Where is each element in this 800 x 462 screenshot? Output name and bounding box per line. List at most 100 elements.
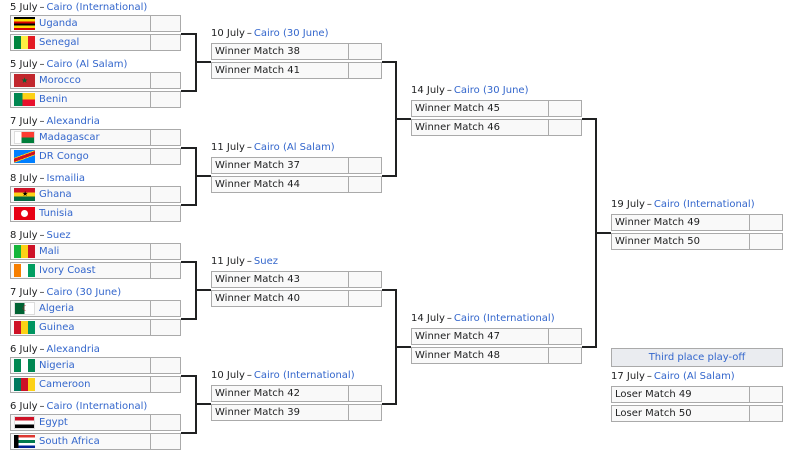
- team-row: Ivory Coast: [10, 262, 181, 279]
- venue-city-link[interactable]: Cairo: [653, 199, 680, 210]
- team-name: Loser Match 49: [615, 389, 692, 400]
- venue-city-link[interactable]: Alexandria: [46, 344, 100, 355]
- team-name-link[interactable]: Tunisia: [39, 208, 74, 219]
- bracket-connector-line: [181, 432, 195, 434]
- team-row: Winner Match 46: [411, 119, 582, 136]
- venue-city-link[interactable]: Cairo: [253, 28, 280, 39]
- match-date: 17 July: [611, 371, 645, 382]
- team-name: Loser Match 50: [615, 408, 692, 419]
- team-name-link[interactable]: Ivory Coast: [39, 265, 96, 276]
- team-cell: Winner Match 42: [212, 386, 349, 401]
- team-row: Winner Match 50: [611, 233, 783, 250]
- team-name-link[interactable]: Morocco: [39, 75, 81, 86]
- match-date: 5 July: [10, 59, 38, 70]
- dash-separator: –: [39, 401, 45, 412]
- score-cell: [151, 320, 180, 335]
- venue-stadium-link[interactable]: (International): [282, 370, 355, 381]
- match-date: 6 July: [10, 401, 38, 412]
- match-header: 14 July–Cairo (International): [411, 312, 555, 326]
- team-cell: Benin: [11, 92, 151, 107]
- team-name: Winner Match 38: [215, 46, 300, 57]
- venue-city-link[interactable]: Cairo: [46, 401, 73, 412]
- dash-separator: –: [39, 59, 45, 70]
- team-row: Senegal: [10, 34, 181, 51]
- team-cell: Nigeria: [11, 358, 151, 373]
- team-cell: Winner Match 43: [212, 272, 349, 287]
- bracket-connector-line: [382, 403, 395, 405]
- match-header: 5 July–Cairo (Al Salam): [10, 58, 127, 72]
- team-name-link[interactable]: Benin: [39, 94, 68, 105]
- venue-city-link[interactable]: Suez: [46, 230, 71, 241]
- uganda-flag-icon: [14, 17, 35, 30]
- score-cell: [151, 434, 180, 449]
- team-row: Benin: [10, 91, 181, 108]
- team-name: Winner Match 42: [215, 388, 300, 399]
- venue-city-link[interactable]: Cairo: [46, 2, 73, 13]
- dash-separator: –: [246, 370, 252, 381]
- match-date: 11 July: [211, 256, 245, 267]
- team-name-link[interactable]: Guinea: [39, 322, 75, 333]
- team-name-link[interactable]: Madagascar: [39, 132, 100, 143]
- venue-city-link[interactable]: Cairo: [453, 313, 480, 324]
- team-name-link[interactable]: South Africa: [39, 436, 100, 447]
- team-row: Tunisia: [10, 205, 181, 222]
- score-cell: [151, 73, 180, 88]
- team-cell: Winner Match 38: [212, 44, 349, 59]
- team-cell: Mali: [11, 244, 151, 259]
- team-name-link[interactable]: Nigeria: [39, 360, 75, 371]
- venue-stadium-link[interactable]: (30 June): [482, 85, 529, 96]
- team-row: Winner Match 48: [411, 347, 582, 364]
- team-row: Winner Match 43: [211, 271, 382, 288]
- venue-city-link[interactable]: Cairo: [653, 371, 680, 382]
- venue-stadium-link[interactable]: (International): [75, 401, 148, 412]
- team-name-link[interactable]: Senegal: [39, 37, 80, 48]
- venue-stadium-link[interactable]: (Al Salam): [682, 371, 735, 382]
- venue-city-link[interactable]: Ismailia: [46, 173, 86, 184]
- venue-city-link[interactable]: Cairo: [46, 59, 73, 70]
- venue-city-link[interactable]: Alexandria: [46, 116, 100, 127]
- team-name-link[interactable]: Cameroon: [39, 379, 91, 390]
- ghana-flag-icon: ★: [14, 188, 35, 201]
- match-header: 19 July–Cairo (International): [611, 198, 755, 212]
- venue-city-link[interactable]: Suez: [253, 256, 278, 267]
- team-cell: Winner Match 39: [212, 405, 349, 420]
- team-name-link[interactable]: Ghana: [39, 189, 72, 200]
- team-row: Winner Match 45: [411, 100, 582, 117]
- match-header: 8 July–Ismailia: [10, 172, 85, 186]
- bracket-connector-line: [582, 346, 595, 348]
- bracket-connector-line: [595, 232, 611, 234]
- venue-city-link[interactable]: Cairo: [253, 370, 280, 381]
- team-name-link[interactable]: Uganda: [39, 18, 78, 29]
- team-name: Winner Match 37: [215, 160, 300, 171]
- senegal-flag-icon: [14, 36, 35, 49]
- team-row: Winner Match 47: [411, 328, 582, 345]
- team-name-link[interactable]: Egypt: [39, 417, 68, 428]
- venue-city-link[interactable]: Cairo: [46, 287, 73, 298]
- tunisia-flag-icon: [14, 207, 35, 220]
- venue-stadium-link[interactable]: (International): [682, 199, 755, 210]
- team-row: Guinea: [10, 319, 181, 336]
- venue-stadium-link[interactable]: (International): [482, 313, 555, 324]
- team-name-link[interactable]: DR Congo: [39, 151, 89, 162]
- dash-separator: –: [446, 85, 452, 96]
- venue-stadium-link[interactable]: (30 June): [75, 287, 122, 298]
- score-cell: [750, 234, 782, 249]
- team-name-link[interactable]: Algeria: [39, 303, 75, 314]
- venue-stadium-link[interactable]: (Al Salam): [75, 59, 128, 70]
- team-cell: Winner Match 50: [612, 234, 750, 249]
- venue-stadium-link[interactable]: (30 June): [282, 28, 329, 39]
- score-cell: [151, 92, 180, 107]
- team-name: Winner Match 44: [215, 179, 300, 190]
- dash-separator: –: [39, 287, 45, 298]
- team-row: Uganda: [10, 15, 181, 32]
- team-name: Winner Match 50: [615, 236, 700, 247]
- venue-city-link[interactable]: Cairo: [253, 142, 280, 153]
- team-row: Winner Match 39: [211, 404, 382, 421]
- match-header: 17 July–Cairo (Al Salam): [611, 370, 735, 384]
- team-cell: Guinea: [11, 320, 151, 335]
- team-name-link[interactable]: Mali: [39, 246, 60, 257]
- venue-stadium-link[interactable]: (International): [75, 2, 148, 13]
- venue-stadium-link[interactable]: (Al Salam): [282, 142, 335, 153]
- score-cell: [151, 301, 180, 316]
- venue-city-link[interactable]: Cairo: [453, 85, 480, 96]
